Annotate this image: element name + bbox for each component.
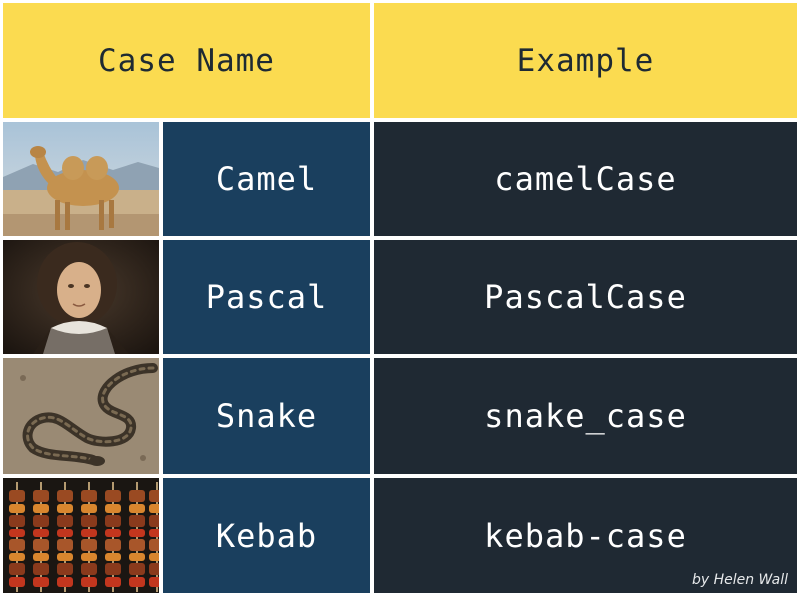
case-name-camel: Camel [163,122,370,236]
case-name-pascal: Pascal [163,240,370,354]
author-credit: by Helen Wall [691,572,788,588]
example-kebab: kebab-case [374,478,797,593]
camel-photo [3,122,159,236]
header-example: Example [374,3,797,118]
pascal-portrait [3,240,159,354]
example-camel: camelCase [374,122,797,236]
example-snake: snake_case [374,358,797,474]
example-pascal: PascalCase [374,240,797,354]
kebab-photo [3,478,159,593]
snake-photo [3,358,159,474]
header-case-name: Case Name [3,3,370,118]
case-name-snake: Snake [163,358,370,474]
case-name-kebab: Kebab [163,478,370,593]
